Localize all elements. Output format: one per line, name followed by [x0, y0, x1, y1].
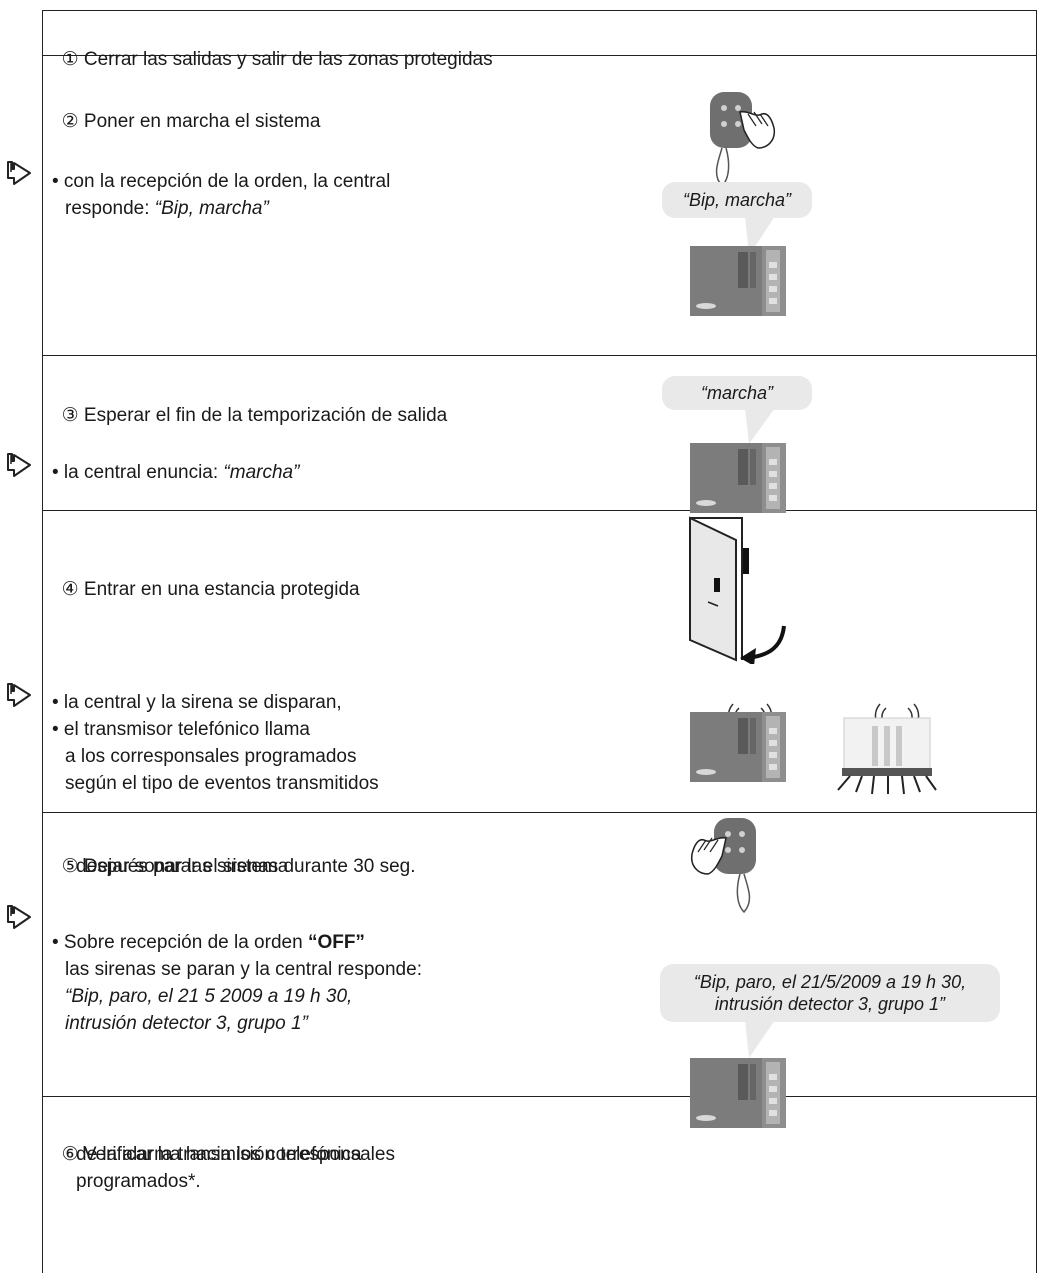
step-4-text: ④ Entrar en una estancia protegida	[61, 579, 360, 600]
hand-pointing-arrow-icon	[4, 680, 34, 710]
step-2-result-line2: responde: “Bip, marcha”	[65, 198, 269, 219]
speech-bubble-tail	[745, 1020, 775, 1058]
step-2-text: ② Poner en marcha el sistema	[61, 111, 321, 132]
control-panel-icon	[690, 712, 786, 782]
control-panel-icon	[690, 1058, 786, 1128]
step-3-text: ③ Esperar el fin de la temporización de …	[61, 405, 448, 426]
siren-sounding-icon	[837, 717, 937, 795]
remote-control-pressed-icon	[676, 816, 766, 916]
step-2-result-line1: • con la recepción de la orden, la centr…	[52, 171, 391, 192]
step-4-result-line3: a los corresponsales programados	[65, 746, 357, 767]
step-4-result-line2: • el transmisor telefónico llama	[52, 719, 310, 740]
step-4-result-line1: • la central y la sirena se disparan,	[52, 692, 342, 713]
step-3-result: • la central enuncia: “marcha”	[52, 462, 300, 483]
step-6-row	[42, 1096, 1037, 1273]
control-panel-icon	[690, 246, 786, 316]
step-1-row	[42, 10, 1037, 55]
step-5-result-line2: las sirenas se paran y la central respon…	[65, 959, 422, 980]
step-4-result-line4: según el tipo de eventos transmitidos	[65, 773, 379, 794]
step-6-text-line1: ⑥ Verificar la transmisión telefónica	[61, 1144, 362, 1165]
hand-pointing-arrow-icon	[4, 902, 34, 932]
hand-pointing-arrow-icon	[4, 158, 34, 188]
hand-pointing-arrow-icon	[4, 450, 34, 480]
speech-bubble: “Bip, marcha”	[662, 182, 812, 218]
step-5-result-line4: intrusión detector 3, grupo 1”	[65, 1013, 308, 1034]
instruction-table	[42, 10, 1037, 1273]
step-6-text-line2: de la alarma hacia los corresponsales	[76, 1144, 395, 1165]
step-5-text-line2: después parar el sistema	[76, 856, 289, 877]
step-3-row	[42, 355, 1037, 510]
step-1-text: ① Cerrar las salidas y salir de las zona…	[61, 49, 493, 70]
speech-bubble: “Bip, paro, el 21/5/2009 a 19 h 30, intr…	[660, 964, 1000, 1022]
step-4-row	[42, 510, 1037, 812]
control-panel-icon	[690, 443, 786, 513]
remote-control-pressed-icon	[700, 90, 790, 190]
step-5-row	[42, 812, 1037, 1096]
step-5-text-line1: ⑤ Dejar sonar las sirenas durante 30 seg…	[61, 856, 416, 877]
step-2-row	[42, 55, 1037, 355]
speech-bubble: “marcha”	[662, 376, 812, 410]
speech-bubble-tail	[745, 408, 775, 444]
step-5-result-line3: “Bip, paro, el 21 5 2009 a 19 h 30,	[65, 986, 353, 1007]
step-6-text-line3: programados*.	[76, 1171, 201, 1192]
step-5-result-line1: • Sobre recepción de la orden “OFF”	[52, 932, 365, 953]
opening-door-icon	[689, 516, 786, 664]
